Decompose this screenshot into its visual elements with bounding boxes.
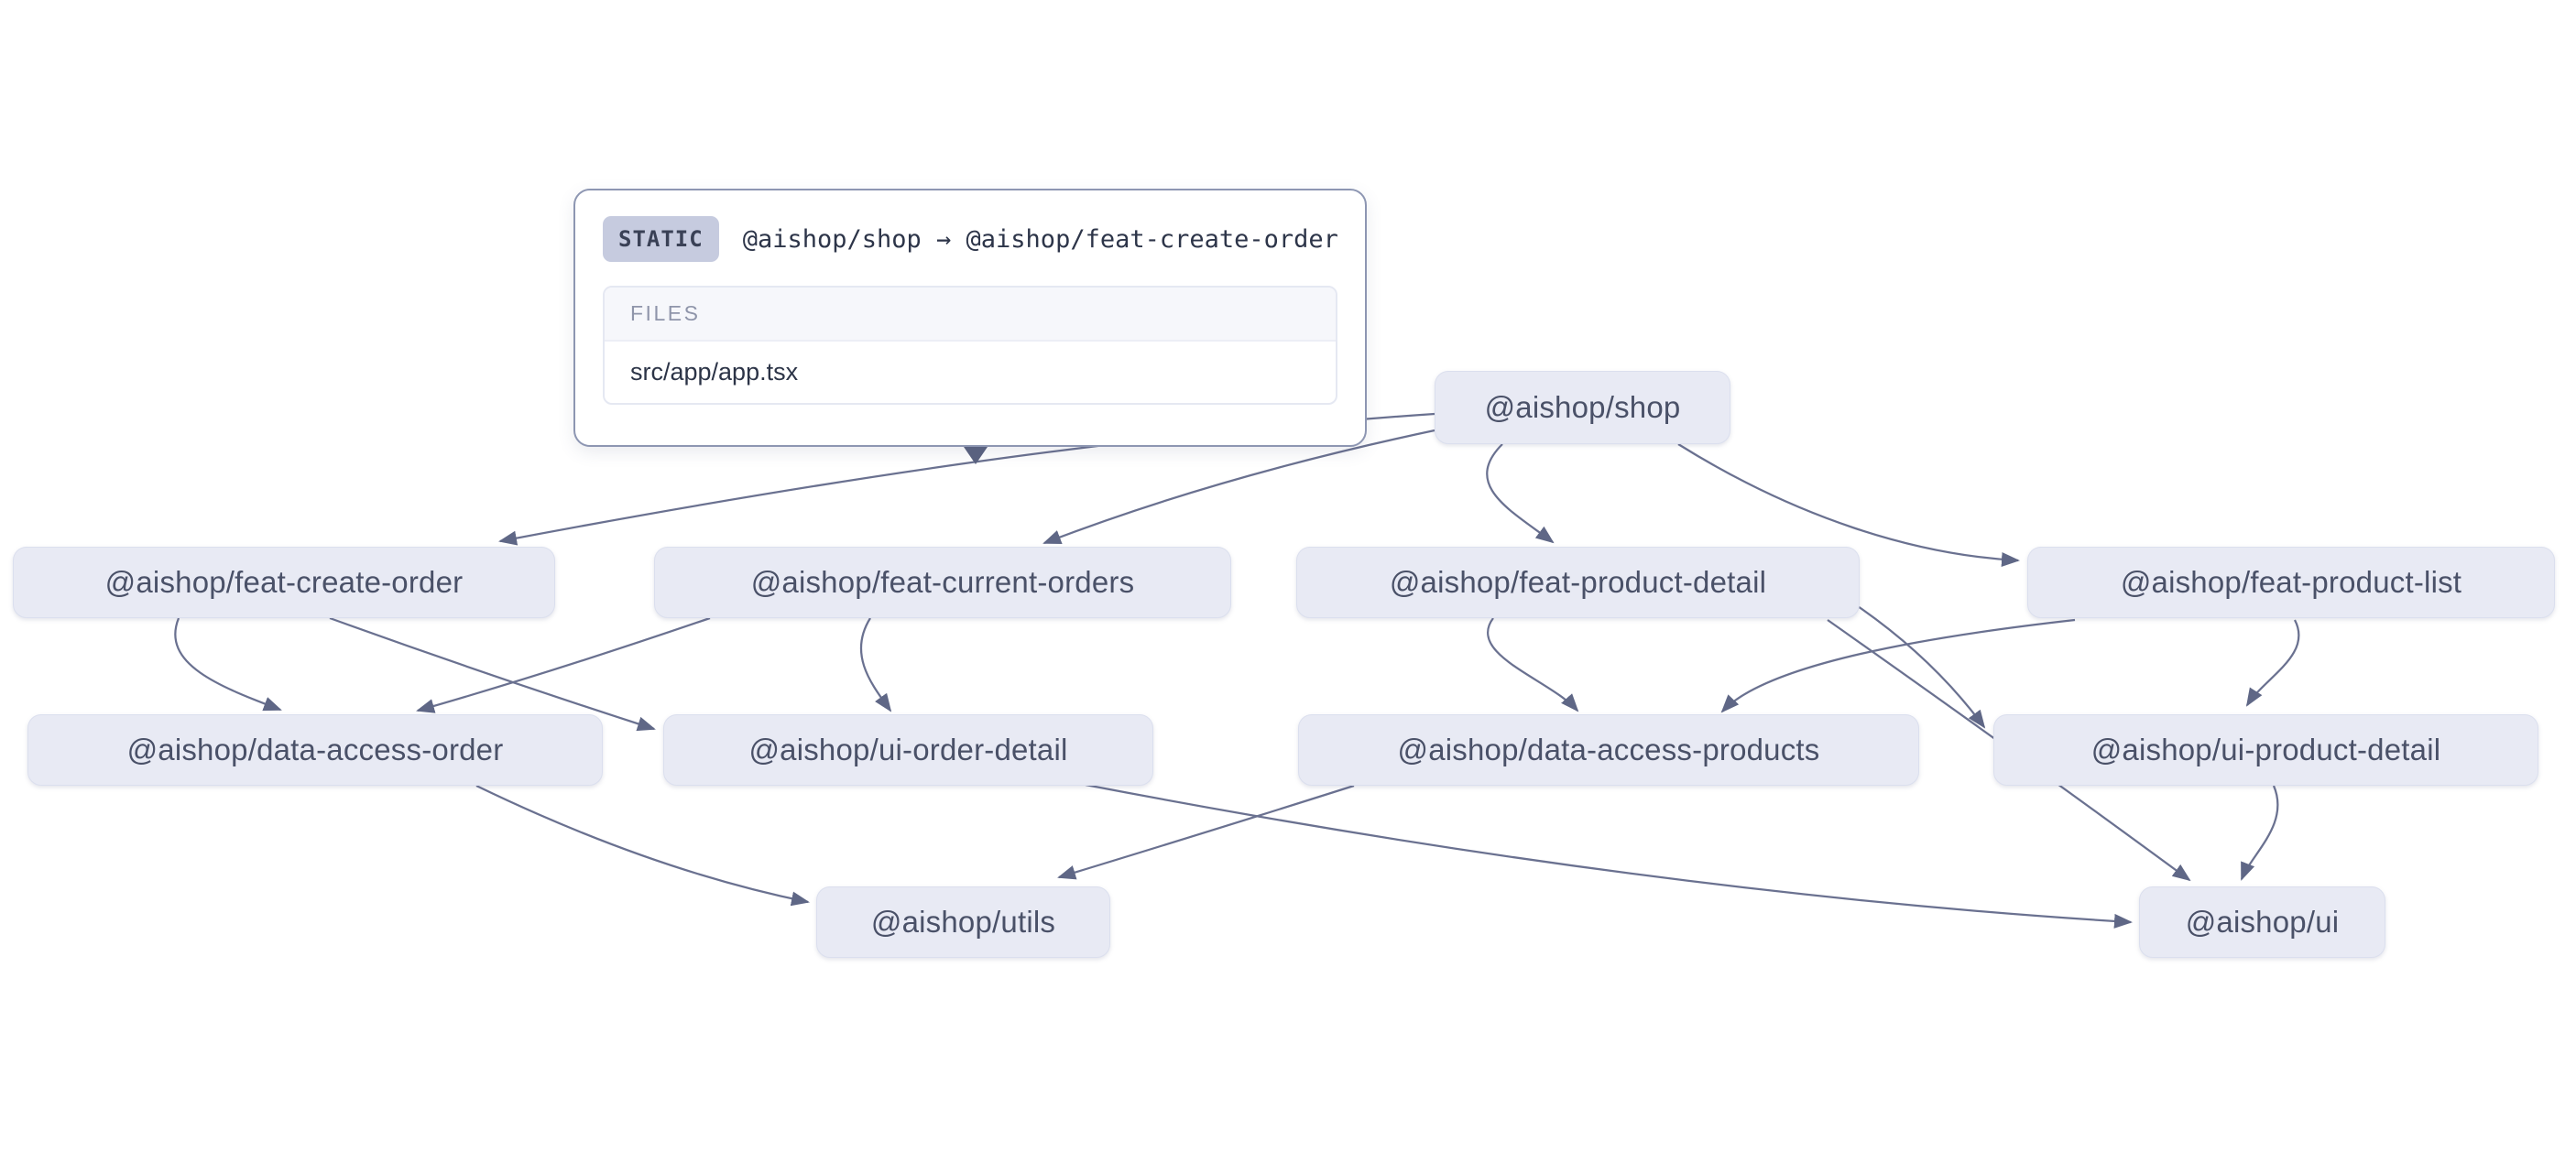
- graph-edge-ui-product-detail-to-ui[interactable]: [2240, 785, 2279, 881]
- graph-edge-feat-product-list-to-ui-product-detail[interactable]: [2245, 619, 2300, 707]
- graph-edge-ui-order-detail-to-ui[interactable]: [1085, 783, 2133, 929]
- edge-type-badge: STATIC: [603, 216, 719, 262]
- graph-node-feat-create-order[interactable]: @aishop/feat-create-order: [13, 547, 555, 618]
- graph-node-feat-product-list[interactable]: @aishop/feat-product-list: [2027, 547, 2555, 618]
- graph-edge-data-access-products-to-utils[interactable]: [1057, 784, 1355, 880]
- graph-edge-feat-create-order-to-ui-order-detail[interactable]: [329, 616, 656, 732]
- graph-node-feat-product-detail[interactable]: @aishop/feat-product-detail: [1296, 547, 1860, 618]
- edge-label: @aishop/shop → @aishop/feat-create-order: [742, 224, 1338, 254]
- edge-tooltip: STATIC @aishop/shop → @aishop/feat-creat…: [573, 189, 1367, 464]
- tooltip-header: STATIC @aishop/shop → @aishop/feat-creat…: [603, 216, 1338, 262]
- file-row: src/app/app.tsx: [630, 358, 799, 386]
- graph-edge-feat-product-list-to-data-access-products[interactable]: [1720, 618, 2076, 713]
- files-panel-header: FILES: [605, 288, 1336, 342]
- tooltip-caret-icon: [964, 447, 988, 464]
- graph-edge-shop-to-feat-current-orders[interactable]: [1042, 429, 1435, 545]
- graph-node-ui-product-detail[interactable]: @aishop/ui-product-detail: [1993, 714, 2538, 786]
- graph-node-shop[interactable]: @aishop/shop: [1435, 371, 1730, 444]
- graph-edge-data-access-order-to-utils[interactable]: [475, 784, 810, 907]
- graph-edge-feat-product-detail-to-data-access-products[interactable]: [1486, 617, 1579, 712]
- graph-node-data-access-products[interactable]: @aishop/data-access-products: [1298, 714, 1919, 786]
- graph-edge-shop-to-feat-product-detail[interactable]: [1486, 443, 1555, 544]
- graph-node-ui-order-detail[interactable]: @aishop/ui-order-detail: [663, 714, 1153, 786]
- graph-edge-feat-product-detail-to-ui-product-detail[interactable]: [1857, 605, 1986, 729]
- graph-edge-feat-current-orders-to-ui-order-detail[interactable]: [859, 617, 892, 712]
- graph-node-data-access-order[interactable]: @aishop/data-access-order: [27, 714, 603, 786]
- graph-edge-feat-current-orders-to-data-access-order[interactable]: [416, 616, 711, 713]
- graph-node-utils[interactable]: @aishop/utils: [816, 886, 1110, 958]
- graph-edge-shop-to-feat-product-list[interactable]: [1677, 443, 2020, 568]
- graph-node-feat-current-orders[interactable]: @aishop/feat-current-orders: [654, 547, 1231, 618]
- files-panel: FILES src/app/app.tsx: [603, 286, 1337, 405]
- graph-edge-feat-create-order-to-data-access-order[interactable]: [174, 617, 282, 712]
- graph-node-ui[interactable]: @aishop/ui: [2139, 886, 2385, 958]
